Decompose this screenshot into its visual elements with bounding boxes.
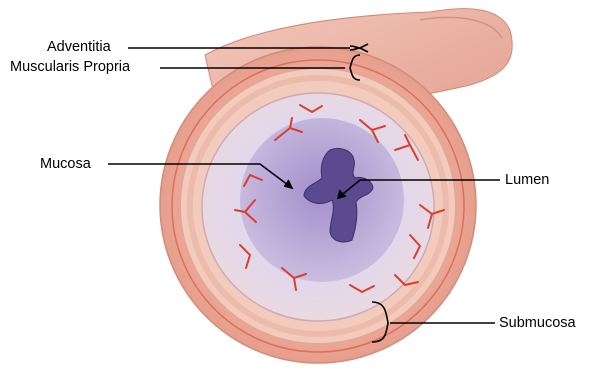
label-lumen: Lumen — [505, 173, 549, 188]
label-adventitia: Adventitia — [47, 40, 111, 55]
label-muscularis-propria: Muscularis Propria — [10, 60, 130, 75]
label-submucosa: Submucosa — [499, 316, 576, 331]
label-mucosa: Mucosa — [40, 157, 91, 172]
